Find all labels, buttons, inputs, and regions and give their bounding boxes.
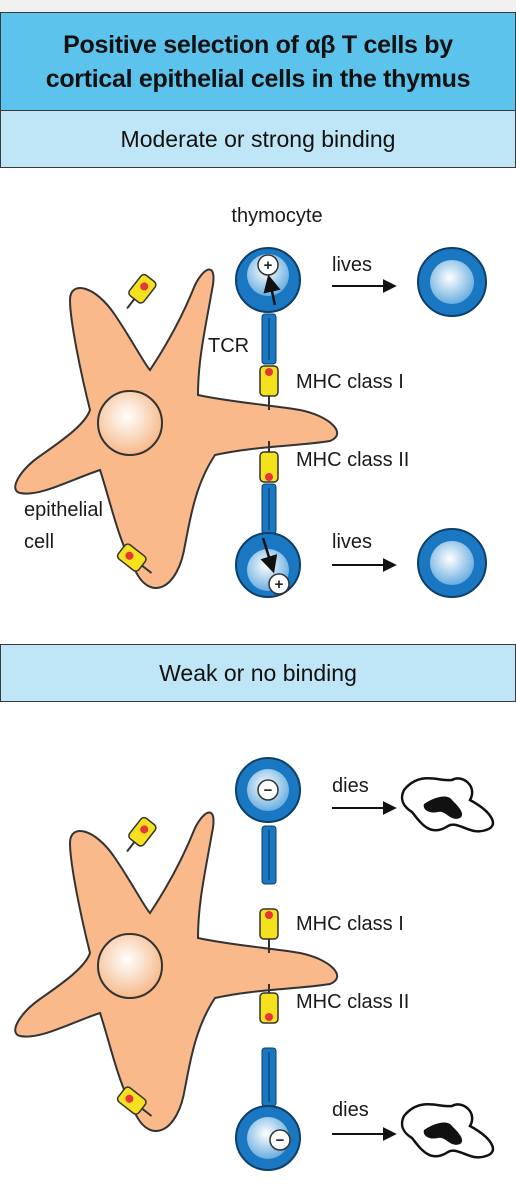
epithelial-cell-top (14, 268, 338, 589)
title-box: Positive selection of αβ T cells by cort… (0, 12, 516, 112)
surface-mhc-upper-bottom (126, 816, 157, 853)
mhc-class-i-label-bottom: MHC class I (296, 913, 404, 935)
epithelial-cell-bottom (14, 811, 338, 1132)
title-line-2: cortical epithelial cells in the thymus (45, 65, 471, 93)
outcome-label-upper-bottom: dies (332, 775, 369, 797)
epithelial-label-line-2: cell (24, 531, 54, 553)
epithelial-label-line-1: epithelial (24, 499, 103, 521)
positive-signal-icon-lower (268, 573, 290, 595)
apoptotic-cell-lower (400, 1103, 495, 1159)
outcome-label-lower-bottom: dies (332, 1099, 369, 1121)
top-strip (0, 0, 516, 12)
negative-signal-icon-upper (257, 779, 279, 801)
surface-mhc-lower-bottom (116, 1086, 153, 1117)
epithelial-nucleus-top (97, 390, 163, 456)
positive-sign-upper: + (264, 257, 273, 274)
thymocyte-label: thymocyte (231, 205, 322, 227)
negative-sign-lower: − (276, 1132, 285, 1149)
surface-mhc-upper-top (126, 273, 157, 310)
tcr-label: TCR (208, 335, 249, 357)
title-line-1: Positive selection of αβ T cells by (63, 31, 453, 59)
surface-mhc-lower-top (116, 543, 153, 574)
signal-arrow-upper (263, 274, 281, 306)
mhc-class-ii-bottom (259, 992, 279, 1024)
positive-sign-lower: + (275, 576, 284, 593)
mhc-class-ii-label-top: MHC class II (296, 449, 409, 471)
mhc-class-ii-top (259, 451, 279, 483)
epithelial-nucleus-bottom (97, 933, 163, 999)
panel-weak-binding: − − (14, 757, 495, 1171)
outcome-label-upper-top: lives (332, 254, 372, 276)
panel-strong-binding: + + (14, 205, 487, 598)
mhc-class-ii-label-bottom: MHC class II (296, 991, 409, 1013)
signal-arrow-lower (260, 537, 278, 574)
negative-signal-icon-lower (269, 1129, 291, 1151)
mhc-class-i-label-top: MHC class I (296, 371, 404, 393)
negative-sign-upper: − (264, 782, 273, 799)
heading-strong-binding: Moderate or strong binding (0, 110, 516, 168)
apoptotic-cell-upper (400, 777, 495, 833)
outcome-label-lower-top: lives (332, 531, 372, 553)
